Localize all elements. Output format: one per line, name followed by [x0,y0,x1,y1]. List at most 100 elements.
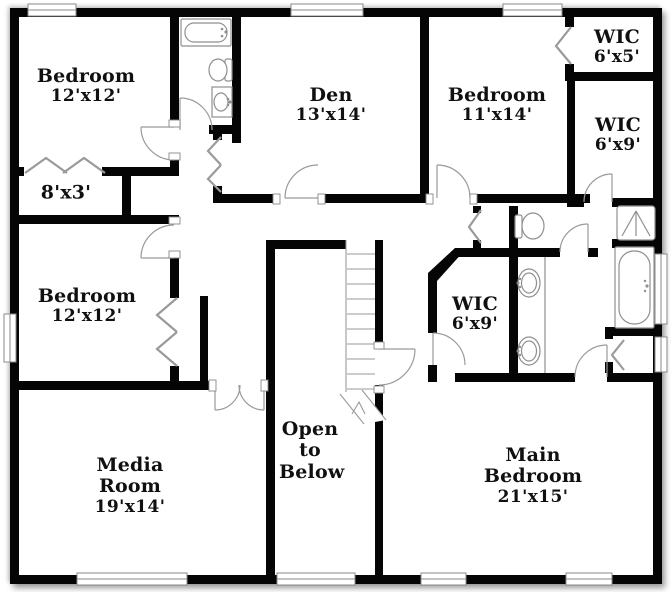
door-jambs [168,119,478,394]
wall-segment [170,366,179,382]
double-door-media-room [214,384,265,411]
wall-segment [565,64,574,72]
bifold-door-wic-top-right [554,26,572,65]
door-swing-bedroom-top-right [436,164,471,199]
door-swing-wic-right [583,173,613,203]
window [654,336,668,373]
window [290,3,364,17]
bifold-door-hall-linen [206,136,222,166]
room-name: Media Room [96,454,164,498]
bathtub-main [614,246,655,329]
room-label-wic-middle: WIC 6'x9' [451,293,499,335]
wall-segment [420,17,429,203]
wall-segment [213,194,280,203]
wall-segment [209,125,241,134]
door-swing-main-bedroom [378,348,416,386]
bifold-door-closet-8x3 [62,156,106,174]
room-size: 6'x9' [451,314,499,335]
door-swing-bathroom-top [179,97,213,131]
bifold-door-closet-top-right [467,209,482,244]
wall-segment [102,167,179,176]
wall-segment [266,240,275,576]
room-size: 12'x12' [51,306,123,327]
wall-segment [605,362,613,373]
wall-segment [428,273,437,333]
wall-segment [428,365,437,382]
bathtub-top [180,18,232,47]
vanity-sink-1 [516,268,541,298]
room-label-closet: 8'x3' [40,181,92,204]
door-swing-bedroom-mid-left [140,224,175,259]
wall-segment [10,167,24,176]
wall-segment [612,239,653,248]
window [420,572,467,586]
wall-segment-angled [428,248,464,281]
wall-segment [170,258,179,298]
wall-segment [605,327,613,339]
wall-segment [122,167,131,224]
bifold-door-hall-linen [206,164,222,193]
wall-segment [565,17,574,27]
room-label-open-to-below: Open to Below [279,418,345,483]
wall-segment [375,240,383,349]
room-label-den: Den 13'x14' [295,83,367,126]
window [27,3,77,17]
stair-break-arrow [351,400,366,415]
room-label-wic-right: WIC 6'x9' [595,113,641,155]
wall-segment [455,248,560,257]
room-size: 8'x3' [40,181,92,204]
room-name: Bedroom [37,284,137,307]
room-name: Bedroom [36,64,136,87]
stair-break-mask [340,390,386,424]
wall-segment [10,8,19,584]
room-size: 12'x12' [50,86,122,107]
room-label-media-room: Media Room 19'x14' [90,455,170,517]
room-label-bedroom-top-left: Bedroom 12'x12' [36,64,136,107]
bifold-door-bedroom-closet [155,331,178,367]
wall-segment [473,240,481,248]
wall-segment [10,381,214,390]
wall-segment [607,373,662,382]
wall-segment [318,194,433,203]
window [654,253,668,325]
window [565,572,613,586]
door-swing-wic-middle [432,332,466,366]
room-size: 11'x14' [461,105,533,126]
room-size: 13'x14' [295,105,367,126]
room-name: Main Bedroom [483,444,583,488]
window [76,572,188,586]
wall-segment [588,248,598,257]
door-swing-bath-alcove [574,344,608,378]
wall-segment [213,134,222,140]
room-size: 6'x5' [593,47,641,68]
wall-segment [170,17,179,127]
door-swing-bedroom-top-left [140,126,175,161]
wall-segment [455,373,575,382]
wall-segment [509,206,518,382]
windows [3,3,668,586]
window [3,313,17,363]
bifold-door-closet-8x3 [24,156,68,174]
doors [140,97,613,411]
wall-segment [232,17,241,143]
wall-segment [266,240,346,249]
room-name: WIC [595,113,641,136]
wall-segment [375,385,383,575]
wall-segment [470,194,590,203]
bifold-door-linen-right [610,339,625,371]
room-name: Den [309,83,353,106]
shower [616,205,656,241]
wall-segment [567,198,584,207]
door-swing-toilet-room [559,223,589,253]
room-size: 21'x15' [497,486,569,507]
wall-segment [473,206,481,213]
room-name: Open to Below [279,418,345,483]
wall-segment [10,215,179,224]
room-label-bedroom-top-right: Bedroom 11'x14' [448,84,546,126]
room-name: WIC [594,25,640,48]
window [502,3,563,17]
fixtures [180,18,656,373]
room-label-main-bedroom: Main Bedroom 21'x15' [481,445,585,507]
